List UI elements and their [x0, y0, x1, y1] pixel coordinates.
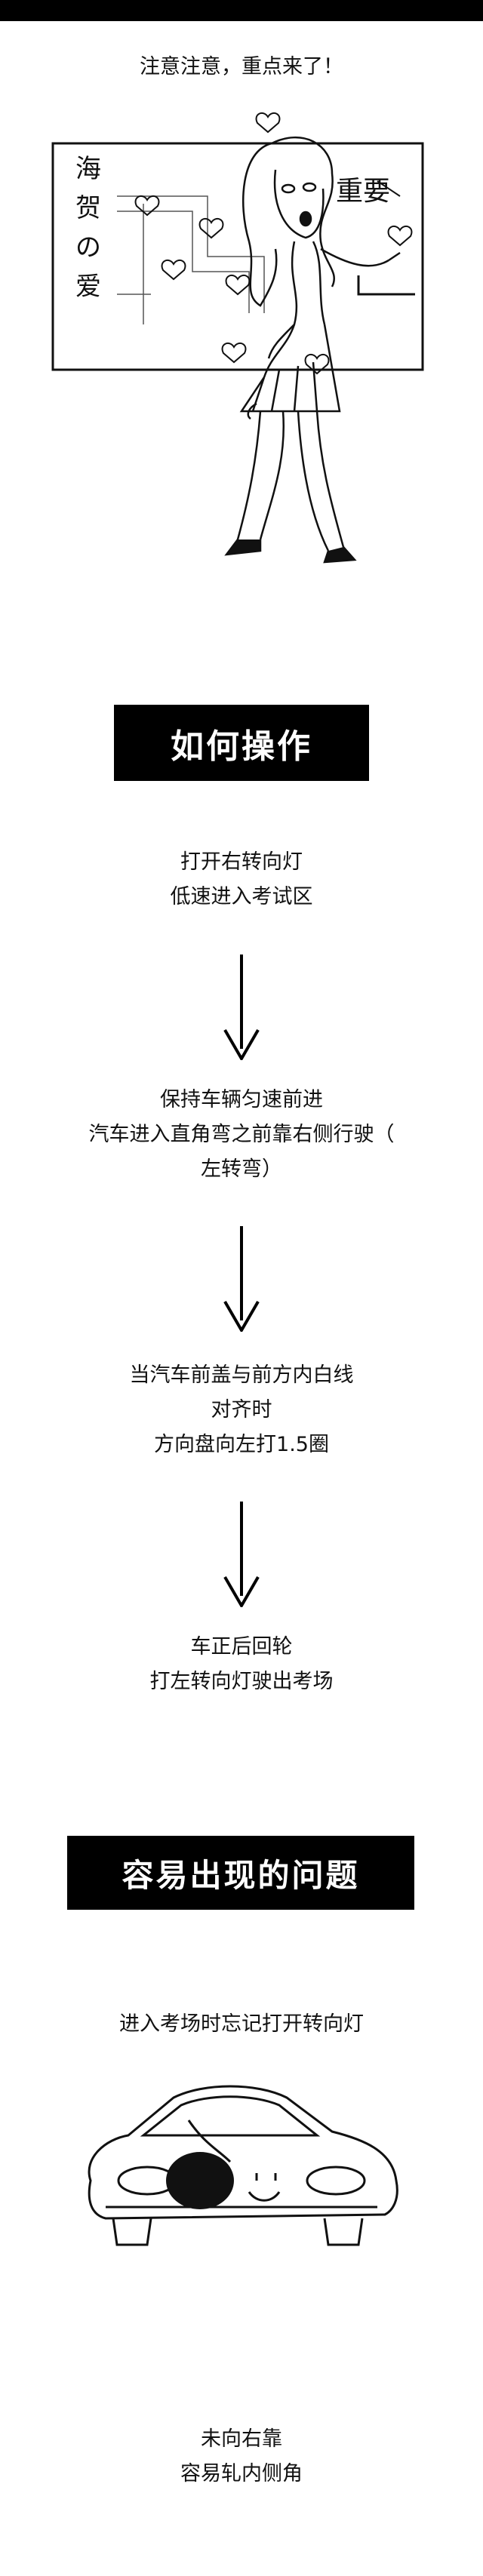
board-diagram: [117, 195, 265, 324]
teacher-figure: [224, 136, 401, 564]
top-bar: [0, 0, 483, 21]
step-4: 车正后回轮 打左转向灯驶出考场: [0, 1630, 483, 1699]
hearts-decor: [134, 112, 413, 375]
problem-2-line-1: 未向右靠: [201, 2427, 282, 2451]
step-3-line-1: 当汽车前盖与前方内白线: [129, 1363, 354, 1387]
section-banner-how-to: 如何操作: [114, 705, 369, 781]
problem-1: 进入考场时忘记打开转向灯: [119, 2012, 364, 2036]
step-4-line-2: 打左转向灯驶出考场: [149, 1670, 334, 1693]
step-2-line-2: 汽车进入直角弯之前靠右侧行驶（: [88, 1123, 395, 1146]
board-text-left: 海贺の爱: [75, 154, 101, 302]
down-arrow-icon: [223, 1502, 260, 1607]
problem-2: 未向右靠 容易轧内侧角: [0, 2422, 483, 2491]
step-2: 保持车辆匀速前进 汽车进入直角弯之前靠右侧行驶（ 左转弯）: [0, 1083, 483, 1187]
step-1-line-2: 低速进入考试区: [170, 885, 313, 908]
step-1-line-1: 打开右转向灯: [180, 850, 303, 874]
step-3: 当汽车前盖与前方内白线 对齐时 方向盘向左打1.5圈: [0, 1358, 483, 1462]
step-4-line-1: 车正后回轮: [190, 1635, 293, 1658]
step-3-line-2: 对齐时: [211, 1398, 272, 1422]
board-text-right: 重要: [336, 176, 390, 207]
intro-text: 注意注意，重点来了！: [140, 55, 343, 78]
section-banner-problems: 容易出现的问题: [67, 1836, 414, 1910]
teacher-illustration: 海贺の爱 重要: [51, 112, 424, 564]
dent-shape: [166, 2152, 234, 2209]
step-3-line-3: 方向盘向左打1.5圈: [154, 1433, 329, 1456]
step-1: 打开右转向灯 低速进入考试区: [0, 845, 483, 915]
car-illustration: [88, 2085, 398, 2246]
problem-2-line-2: 容易轧内侧角: [180, 2462, 303, 2485]
down-arrow-icon: [223, 1226, 260, 1332]
step-2-line-3: 左转弯）: [201, 1157, 282, 1181]
step-2-line-1: 保持车辆匀速前进: [160, 1088, 323, 1111]
down-arrow-icon: [223, 954, 260, 1060]
